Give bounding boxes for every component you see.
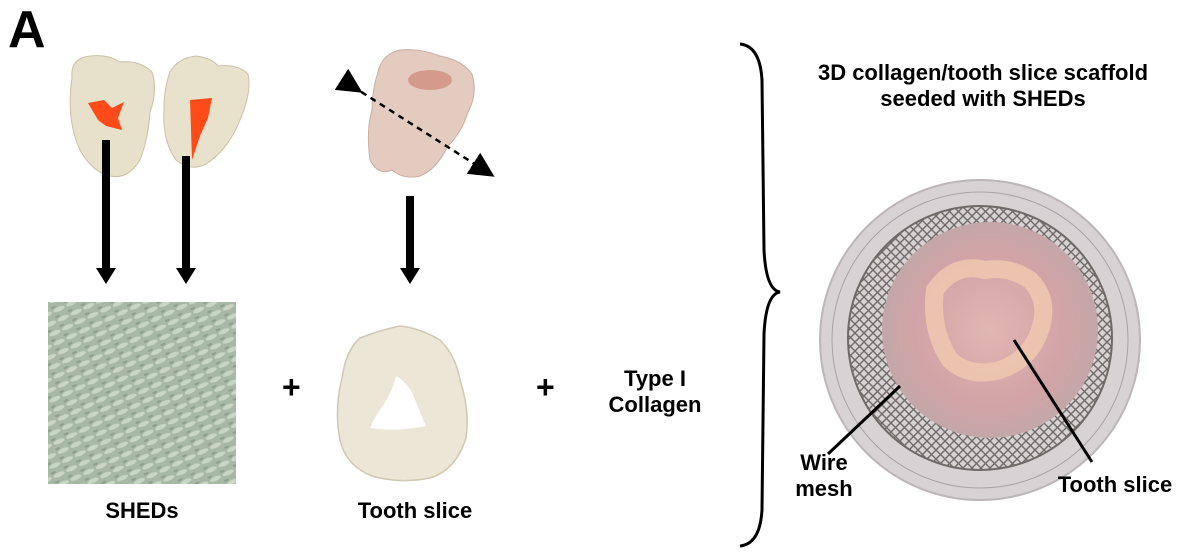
sheds-label: SHEDs — [82, 498, 202, 524]
molar-photo — [368, 50, 474, 178]
tooth-slice-callout-label: Tooth slice — [1040, 472, 1190, 498]
wire-mesh-label-line1: Wire — [784, 450, 864, 476]
collagen-gel — [882, 222, 1098, 438]
scaffold-title: 3D collagen/tooth slice scaffold seeded … — [778, 60, 1188, 112]
tooth-slice-label: Tooth slice — [340, 498, 490, 524]
scaffold-title-line2: seeded with SHEDs — [778, 86, 1188, 112]
collagen-label-line2: Collagen — [600, 392, 710, 418]
collagen-label: Type I Collagen — [600, 366, 710, 418]
tooth-1-photo — [70, 56, 154, 177]
tooth-slice-photo — [337, 326, 467, 481]
wire-mesh-label-line2: mesh — [784, 476, 864, 502]
plus-sign-2: + — [536, 374, 555, 400]
wire-mesh-label: Wire mesh — [784, 450, 864, 502]
collagen-label-line1: Type I — [600, 366, 710, 392]
scaffold-title-line1: 3D collagen/tooth slice scaffold — [778, 60, 1188, 86]
curly-brace — [740, 44, 780, 546]
sheds-cell-culture-image — [48, 302, 236, 484]
scaffold-dish-photo — [820, 180, 1140, 500]
tooth-2-photo — [164, 56, 249, 167]
plus-sign-1: + — [282, 374, 301, 400]
